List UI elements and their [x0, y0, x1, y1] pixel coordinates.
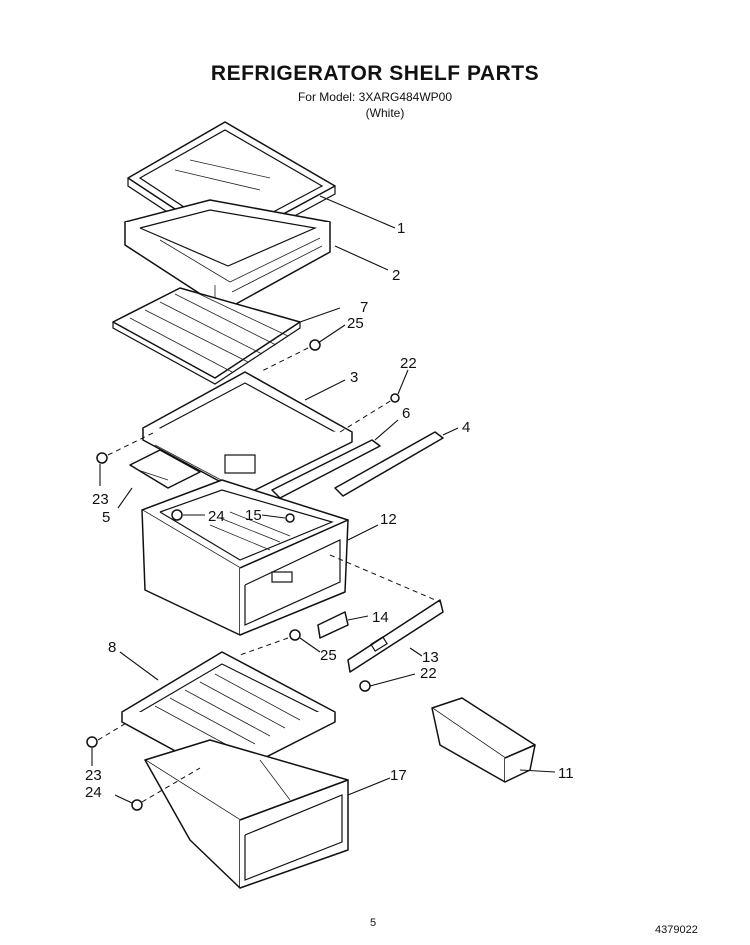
document-number: 4379022: [655, 924, 698, 936]
callout-24: 24: [208, 508, 225, 525]
callout-2: 2: [392, 267, 400, 284]
part-14-bracket: [317, 611, 349, 639]
page-title: REFRIGERATOR SHELF PARTS: [210, 62, 540, 85]
callout-23: 23: [92, 491, 109, 508]
part-4-rail: [334, 431, 444, 497]
model-line: For Model: 3XARG484WP00: [297, 90, 453, 104]
callout-12: 12: [380, 511, 397, 528]
fastener-24-upper: [171, 509, 183, 521]
callout-22: 22: [400, 355, 417, 372]
callout-8: 8: [108, 639, 116, 656]
callout-3: 3: [350, 369, 358, 386]
callout-24: 24: [85, 784, 102, 801]
part-2-shelf-frame: [124, 199, 331, 311]
callout-labels: 1 2 7 25 22 3 6 4 23 5 24 15 12 14 8 25 …: [85, 220, 574, 801]
fastener-15: [285, 513, 295, 523]
part-5-side-rail: [129, 449, 201, 489]
color-line: (White): [365, 106, 405, 120]
callout-17: 17: [390, 767, 407, 784]
callout-22: 22: [420, 665, 437, 682]
callout-7: 7: [360, 299, 368, 316]
callout-14: 14: [372, 609, 389, 626]
part-12-crisper-drawer: [141, 479, 349, 636]
part-11-small-bin: [431, 697, 536, 783]
callout-25: 25: [320, 647, 337, 664]
fastener-22-upper: [390, 393, 400, 403]
part-7-insert-panel: [112, 287, 301, 385]
callout-23: 23: [85, 767, 102, 784]
callout-5: 5: [102, 509, 110, 526]
page-number: 5: [370, 917, 377, 929]
part-17-lower-drawer: [144, 739, 349, 889]
callout-15: 15: [245, 507, 262, 524]
callout-1: 1: [397, 220, 405, 237]
fastener-22-lower: [359, 680, 371, 692]
fastener-23-upper: [96, 452, 108, 464]
part-3-crisper-shelf-frame: [142, 371, 353, 496]
callout-13: 13: [422, 649, 439, 666]
fastener-23-lower: [86, 736, 98, 748]
callout-6: 6: [402, 405, 410, 422]
fastener-24-lower: [131, 799, 143, 811]
callout-11: 11: [558, 765, 574, 782]
leader-lines: [91, 195, 556, 804]
fastener-25-lower: [289, 629, 301, 641]
assembly-lines: [97, 347, 441, 803]
part-6-rail: [271, 439, 381, 499]
fastener-25-upper: [309, 339, 321, 351]
part-13-slide: [347, 599, 444, 673]
callout-4: 4: [462, 419, 470, 436]
callout-25: 25: [347, 315, 364, 332]
